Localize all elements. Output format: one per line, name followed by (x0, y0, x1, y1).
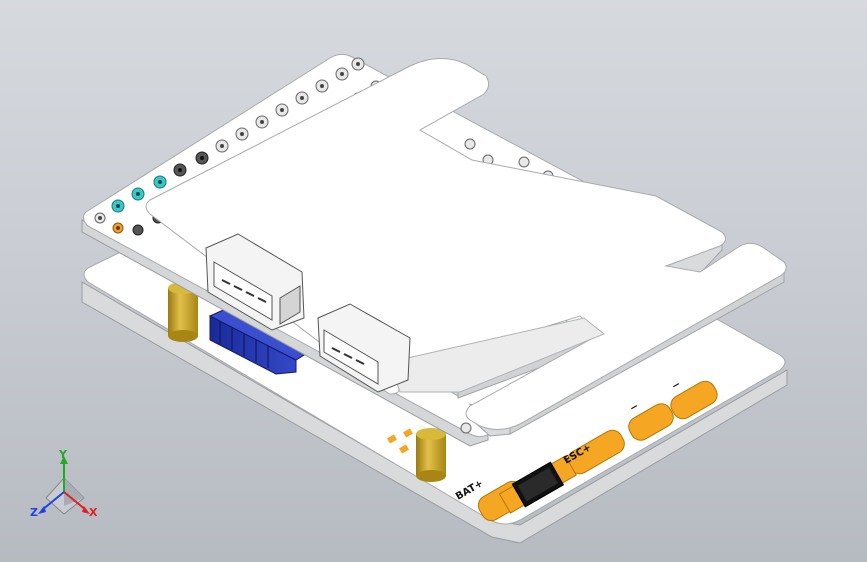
z-axis-arrow (41, 491, 65, 511)
shunt-resistor (498, 455, 577, 514)
axis-triad: Y X Z (30, 448, 98, 519)
minus-pad-a (628, 403, 674, 441)
x-axis-label: X (89, 506, 98, 519)
minus-pad-b (670, 380, 718, 420)
z-axis-label: Z (30, 506, 38, 519)
x-axis-arrow (63, 491, 87, 511)
power-pads (387, 380, 718, 522)
y-axis-label: Y (58, 448, 68, 461)
pin-row-left (94, 57, 365, 234)
jst-connector-b (317, 303, 411, 393)
jst-connector-a (205, 233, 305, 331)
